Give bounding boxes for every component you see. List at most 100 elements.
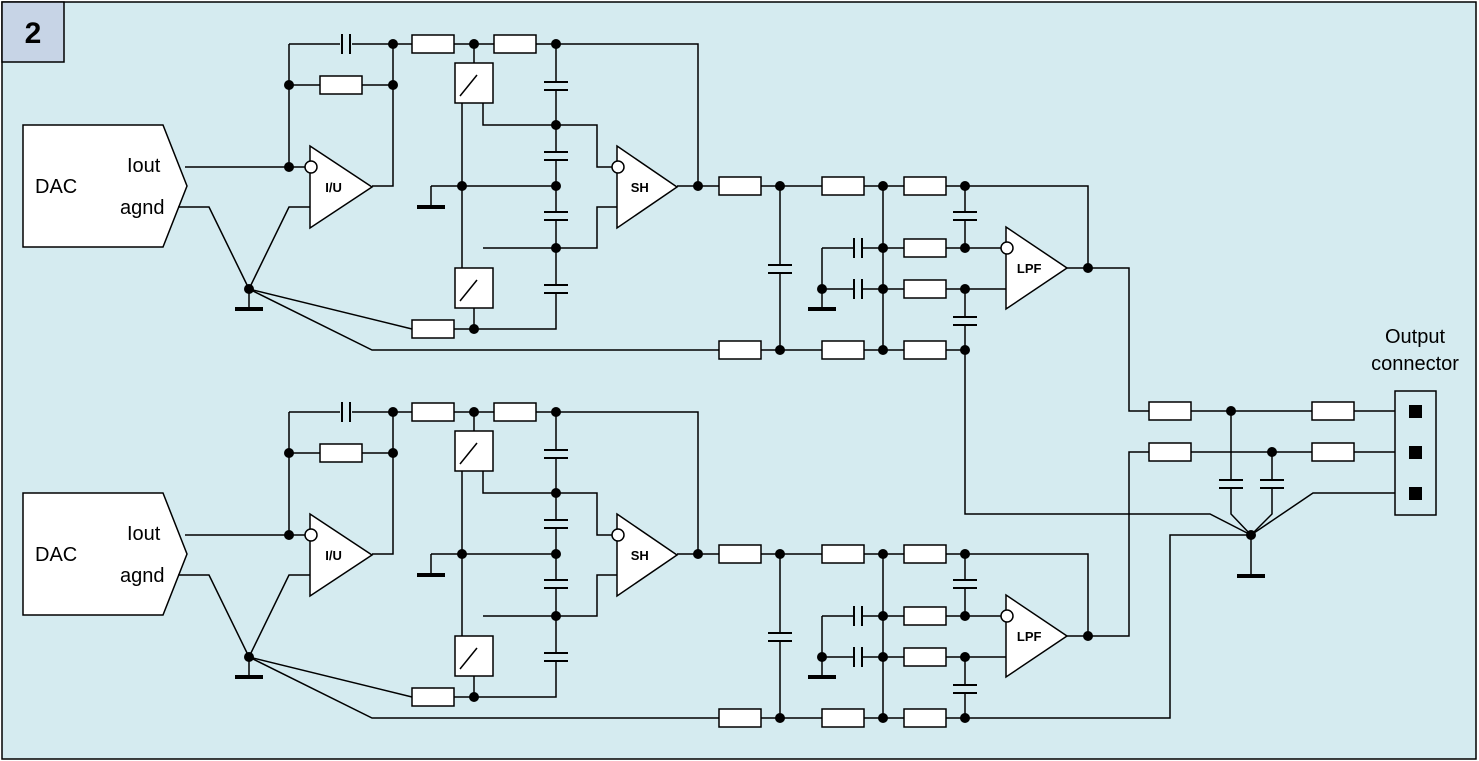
resistor <box>903 647 947 667</box>
resistor <box>493 34 537 54</box>
junction-dot <box>878 181 888 191</box>
resistor <box>718 176 762 196</box>
junction-dot <box>457 549 467 559</box>
junction-dot <box>1246 530 1256 540</box>
junction-dot <box>284 448 294 458</box>
switch-blade <box>459 442 478 465</box>
resistor <box>1148 442 1192 462</box>
junction-dot <box>469 692 479 702</box>
junction-dot <box>693 549 703 559</box>
junction-dot <box>693 181 703 191</box>
wire <box>536 411 699 554</box>
sh-amplifier-label: SH <box>631 548 649 563</box>
junction-dot <box>960 611 970 621</box>
iu-amplifier-label: I/U <box>325 548 342 563</box>
sh-amplifier-body <box>616 512 679 598</box>
junction-dot <box>878 549 888 559</box>
wire <box>248 574 310 658</box>
junction-dot <box>1267 447 1277 457</box>
inverting-input-bubble <box>1000 609 1014 623</box>
junction-dot <box>878 713 888 723</box>
wire <box>248 288 719 351</box>
wire <box>556 492 617 536</box>
resistor <box>718 544 762 564</box>
junction-dot <box>244 652 254 662</box>
junction-dot <box>284 162 294 172</box>
resistor <box>718 340 762 360</box>
lpf-amplifier-label: LPF <box>1017 629 1042 644</box>
analog-switch <box>454 430 494 472</box>
wire <box>945 553 1089 636</box>
wire <box>536 43 699 186</box>
resistor <box>903 544 947 564</box>
dac-pin-out: Iout <box>127 155 161 177</box>
iu-amplifier-body <box>309 144 374 230</box>
junction-dot <box>551 243 561 253</box>
junction-dot <box>960 181 970 191</box>
resistor <box>411 34 455 54</box>
resistor <box>903 279 947 299</box>
resistor <box>1311 442 1355 462</box>
junction-dot <box>551 39 561 49</box>
junction-dot <box>960 243 970 253</box>
wire <box>482 471 556 494</box>
junction-dot <box>388 448 398 458</box>
junction-dot <box>817 284 827 294</box>
output-label-line2: connector <box>1371 353 1459 375</box>
wire <box>1088 267 1149 412</box>
wire <box>453 293 557 330</box>
junction-dot <box>960 549 970 559</box>
junction-dot <box>469 407 479 417</box>
junction-dot <box>551 181 561 191</box>
analog-switch <box>454 635 494 677</box>
junction-dot <box>388 39 398 49</box>
resistor <box>821 544 865 564</box>
junction-dot <box>878 345 888 355</box>
junction-dot <box>244 284 254 294</box>
wire <box>964 350 1252 536</box>
resistor <box>1148 401 1192 421</box>
junction-dot <box>775 181 785 191</box>
resistor <box>319 443 363 463</box>
resistor <box>821 708 865 728</box>
junction-dot <box>551 120 561 130</box>
junction-dot <box>551 549 561 559</box>
iu-amplifier-body <box>309 512 374 598</box>
wire <box>248 288 413 330</box>
output-connector-section: Output connector <box>964 267 1459 719</box>
junction-dot <box>878 284 888 294</box>
switch-blade <box>459 647 478 670</box>
wire <box>556 124 617 168</box>
wire <box>1250 488 1273 536</box>
resistor <box>1311 401 1355 421</box>
wire <box>372 412 394 555</box>
junction-dot <box>388 407 398 417</box>
junction-dot <box>878 611 888 621</box>
wire <box>248 656 719 719</box>
dac-pin-out: Iout <box>127 523 161 545</box>
dac-block <box>22 124 188 248</box>
wire <box>482 103 556 126</box>
wire <box>556 206 617 249</box>
junction-dot <box>284 530 294 540</box>
inverting-input-bubble <box>611 528 625 542</box>
inverting-input-bubble <box>304 160 318 174</box>
junction-dot <box>960 652 970 662</box>
switch-blade <box>459 279 478 302</box>
resistor <box>903 176 947 196</box>
junction-dot <box>878 243 888 253</box>
sh-amplifier-label: SH <box>631 180 649 195</box>
resistor <box>821 340 865 360</box>
junction-dot <box>388 80 398 90</box>
output-label-line1: Output <box>1385 326 1445 348</box>
junction-dot <box>469 39 479 49</box>
wire <box>1230 488 1252 536</box>
iu-amplifier-label: I/U <box>325 180 342 195</box>
connector-pin-1 <box>1409 405 1422 418</box>
lpf-amplifier-body <box>1005 225 1069 311</box>
resistor <box>903 340 947 360</box>
